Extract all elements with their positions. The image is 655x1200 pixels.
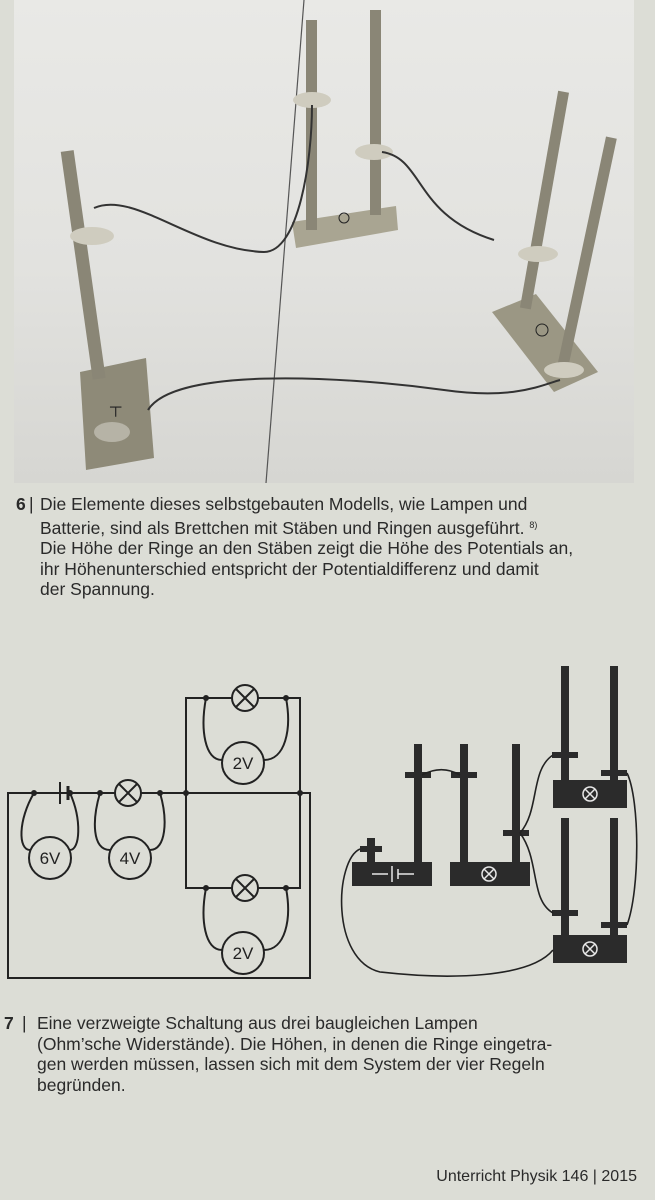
- figure6-line: ihr Höhenunterschied entspricht der Pote…: [40, 558, 539, 579]
- battery-board: ┬: [60, 150, 154, 470]
- model-photo-drawing: ┬: [60, 0, 617, 483]
- footnote-ref: 8): [529, 519, 538, 530]
- journal-name: Unterricht Physik 146: [436, 1168, 589, 1185]
- figure7-line: Eine verzweigte Schaltung aus drei baugl…: [37, 1013, 478, 1033]
- circuit-figure: 6V 4V 2V 2V: [7, 666, 638, 979]
- lamp-symbols: [114, 684, 259, 902]
- figure7-separator: |: [22, 1013, 27, 1033]
- figure6-line: Batterie, sind als Brettchen mit Stäben …: [40, 517, 538, 538]
- figure7-number: 7: [4, 1013, 14, 1033]
- figure7-line: (Ohm’sche Widerstände). Die Höhen, in de…: [37, 1033, 553, 1054]
- circuit-schematic: [7, 697, 311, 979]
- page-footer: Unterricht Physik 146 | 2015: [436, 1168, 637, 1186]
- lamp-board-right: [492, 90, 617, 392]
- figure6-separator: |: [29, 494, 34, 514]
- figure6-line: Die Elemente dieses selbstgebauten Model…: [40, 494, 528, 514]
- voltmeter-label: 2V: [233, 754, 254, 773]
- svg-text:┬: ┬: [109, 399, 122, 418]
- circuit-diagrams: 6V 4V 2V 2V: [0, 660, 655, 990]
- figure7-line: begründen.: [37, 1074, 126, 1095]
- figure7-text: Eine verzweigte Schaltung aus drei baugl…: [37, 1013, 552, 1095]
- figure6-line: der Spannung.: [40, 579, 155, 599]
- voltmeter-label: 2V: [233, 944, 254, 963]
- model-photo: ┬: [14, 0, 634, 483]
- voltmeter-label: 4V: [120, 849, 141, 868]
- voltmeter-symbols: [28, 741, 265, 975]
- figure6-line: Die Höhe der Ringe an den Stäben zeigt d…: [40, 538, 574, 558]
- footer-separator: |: [592, 1168, 597, 1185]
- lamp-board-center: [292, 10, 398, 248]
- voltmeter-label: 6V: [40, 849, 61, 868]
- figure6-number: 6: [16, 494, 26, 514]
- figure7-line: gen werden müssen, lassen sich mit dem S…: [37, 1054, 545, 1074]
- stick-model-drawing: [340, 666, 638, 977]
- figure6-text: Die Elemente dieses selbstgebauten Model…: [40, 494, 573, 600]
- footer-year: 2015: [601, 1168, 637, 1185]
